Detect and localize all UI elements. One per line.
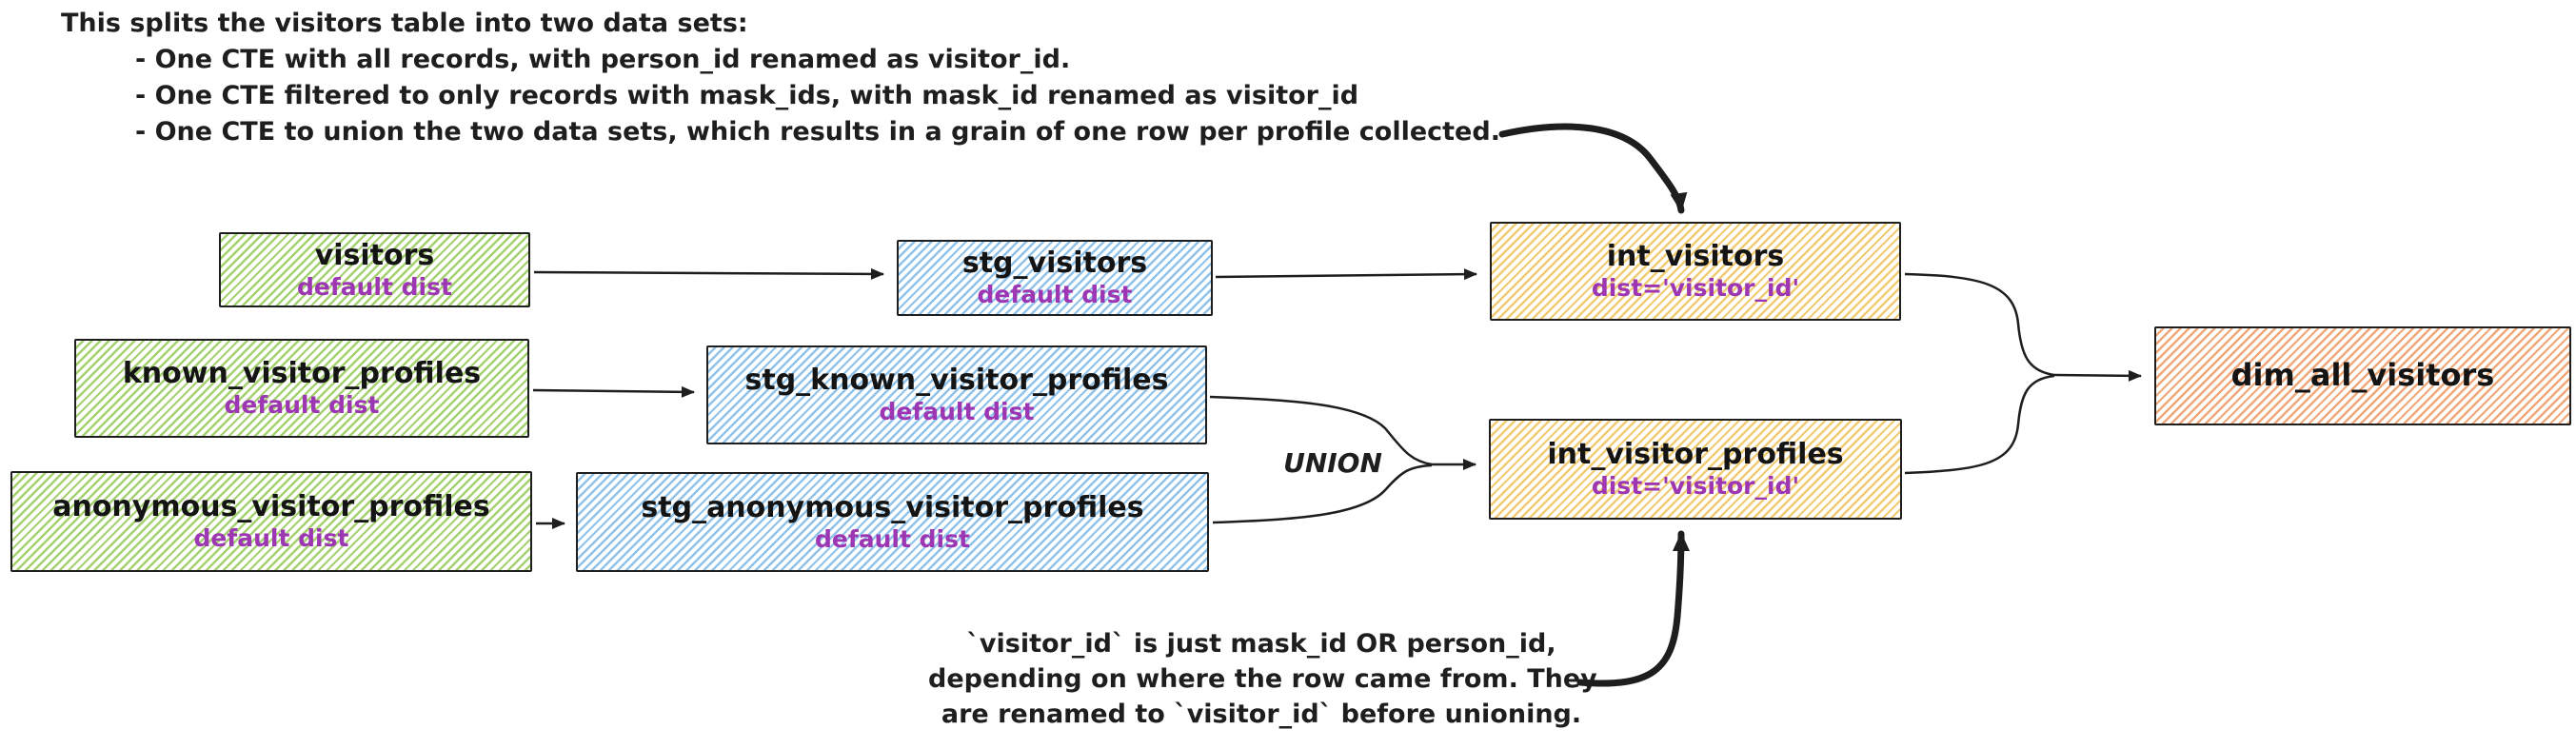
node-title: stg_visitors <box>961 246 1148 281</box>
node-subtitle: default dist <box>193 524 349 553</box>
edge-int-visitors-to-join[interactable] <box>1904 272 2055 377</box>
top-annotation-bullet: - One CTE filtered to only records with … <box>135 81 1359 110</box>
bottom-annotation[interactable]: `visitor_id` is just mask_id OR person_i… <box>928 626 1597 732</box>
node-dim-all-visitors[interactable]: dim_all_visitors <box>2154 326 2571 425</box>
node-title: known_visitor_profiles <box>122 357 482 391</box>
edge-stg-anonymous-to-union[interactable] <box>1212 463 1433 524</box>
top-annotation-title: This splits the visitors table into two … <box>61 9 748 38</box>
node-title: stg_known_visitor_profiles <box>744 364 1169 398</box>
node-title: anonymous_visitor_profiles <box>52 490 490 524</box>
node-stg-anonymous-visitor-profiles[interactable]: stg_anonymous_visitor_profiles default d… <box>576 472 1209 572</box>
node-stg-visitors[interactable]: stg_visitors default dist <box>897 240 1213 316</box>
node-anonymous-visitor-profiles[interactable]: anonymous_visitor_profiles default dist <box>10 471 532 572</box>
bottom-annotation-line: depending on where the row came from. Th… <box>928 664 1597 694</box>
node-subtitle: default dist <box>815 524 970 553</box>
node-subtitle: default dist <box>297 272 452 301</box>
node-subtitle: dist='visitor_id' <box>1591 472 1800 501</box>
union-edge-label[interactable]: UNION <box>1283 447 1382 479</box>
top-annotation-bullet: - One CTE to union the two data sets, wh… <box>135 117 1500 147</box>
arrow-bottom-note-to-int-visitor-profiles[interactable] <box>1576 530 1690 687</box>
node-stg-known-visitor-profiles[interactable]: stg_known_visitor_profiles default dist <box>706 345 1207 444</box>
node-title: int_visitor_profiles <box>1547 438 1844 472</box>
node-subtitle: default dist <box>879 398 1035 426</box>
arrow-top-note-to-int-visitors[interactable] <box>1498 123 1688 214</box>
top-annotation[interactable]: This splits the visitors table into two … <box>61 6 1500 150</box>
node-subtitle: default dist <box>224 391 380 420</box>
node-known-visitor-profiles[interactable]: known_visitor_profiles default dist <box>74 339 529 438</box>
bottom-annotation-line: `visitor_id` is just mask_id OR person_i… <box>966 629 1556 659</box>
top-annotation-bullet: - One CTE with all records, with person_… <box>135 45 1071 74</box>
node-subtitle: default dist <box>977 281 1133 309</box>
node-subtitle: dist='visitor_id' <box>1591 274 1800 303</box>
node-int-visitors[interactable]: int_visitors dist='visitor_id' <box>1490 222 1901 321</box>
node-title: stg_anonymous_visitor_profiles <box>641 490 1144 524</box>
edge-stg-visitors-to-int-visitors[interactable] <box>1215 268 1477 281</box>
edge-int-visitor-profiles-to-join[interactable] <box>1904 374 2055 475</box>
node-title: int_visitors <box>1606 240 1785 274</box>
node-int-visitor-profiles[interactable]: int_visitor_profiles dist='visitor_id' <box>1489 419 1902 520</box>
edge-visitors-to-stg-visitors[interactable] <box>533 267 884 280</box>
bottom-annotation-line: are renamed to `visitor_id` before union… <box>941 700 1582 729</box>
node-title: dim_all_visitors <box>2230 357 2495 394</box>
edge-stg-known-to-union[interactable] <box>1209 395 1433 466</box>
node-visitors[interactable]: visitors default dist <box>219 232 530 307</box>
edge-known-to-stg-known[interactable] <box>532 385 695 398</box>
top-annotation-bullets: - One CTE with all records, with person_… <box>61 42 1500 150</box>
node-title: visitors <box>314 238 435 272</box>
edge-join-to-dim-all-visitors[interactable] <box>2053 369 2142 382</box>
